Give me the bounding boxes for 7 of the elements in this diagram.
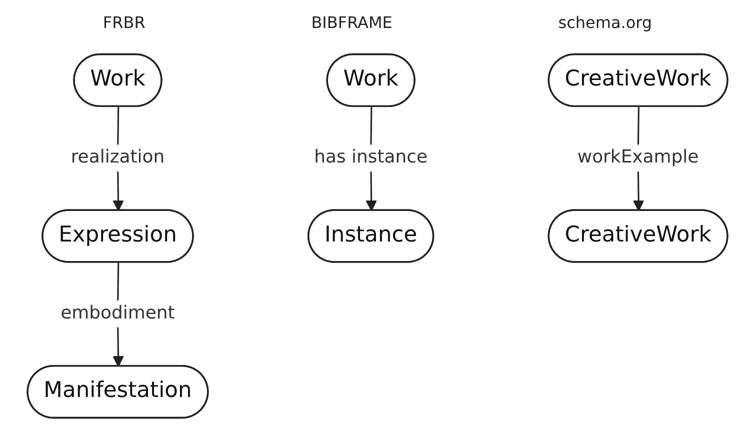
column-heading: schema.org bbox=[558, 12, 652, 32]
column-heading: BIBFRAME bbox=[311, 12, 392, 32]
edge-label: embodiment bbox=[60, 302, 175, 324]
column-heading: FRBR bbox=[102, 12, 146, 32]
edge-label: realization bbox=[70, 147, 165, 168]
edge-label: has instance bbox=[314, 147, 428, 168]
edge-label: workExample bbox=[577, 147, 699, 168]
